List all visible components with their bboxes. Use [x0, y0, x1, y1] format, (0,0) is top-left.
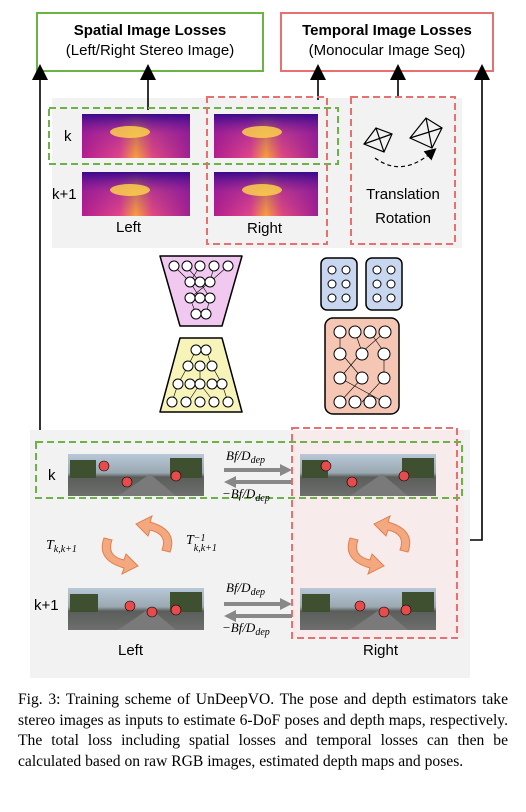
depth-k-dashed-box	[48, 107, 339, 165]
left-cycle-arrows	[101, 515, 173, 575]
disparity-arrows-k	[224, 464, 292, 488]
pose-dashed-box	[350, 96, 456, 245]
temporal-losses-subtitle: (Monocular Image Seq)	[308, 42, 466, 59]
pose-rotation-label: Rotation	[375, 210, 431, 227]
spatial-losses-title: Spatial Image Losses	[73, 22, 227, 39]
depth-map-right-k	[214, 114, 318, 158]
rgb-row-label-k: k	[48, 467, 56, 484]
depth-row-label-k1: k+1	[52, 186, 77, 203]
right-rgb-dashed-box	[291, 427, 458, 639]
temporal-losses-title: Temporal Image Losses	[302, 22, 472, 39]
camera-pose-icon	[363, 117, 443, 168]
depth-map-left-k	[82, 114, 190, 158]
diagram-canvas	[30, 64, 490, 678]
depth-map-left-k1	[82, 172, 190, 216]
rgb-col-label-right: Right	[363, 642, 399, 659]
depth-decoder-network	[159, 255, 243, 327]
disp-forward-label-k1: Bf/Ddep	[226, 580, 266, 598]
rgb-k-dashed-box	[35, 441, 463, 499]
right-depth-dashed-box	[206, 96, 328, 245]
rgb-col-label-left: Left	[118, 642, 144, 659]
depth-row-label-k: k	[64, 128, 72, 145]
depth-encoder-network	[159, 337, 243, 413]
figure-caption: Fig. 3: Training scheme of UnDeepVO. The…	[18, 691, 508, 770]
disp-forward-label-k: Bf/Ddep	[226, 448, 266, 466]
pose-network	[320, 257, 403, 415]
rgb-left-k1	[68, 588, 204, 630]
temporal-losses-box: Temporal Image Losses (Monocular Image S…	[280, 12, 494, 72]
spatial-losses-box: Spatial Image Losses (Left/Right Stereo …	[36, 12, 264, 72]
depth-col-label-left: Left	[116, 219, 142, 236]
pose-translation-label: Translation	[366, 186, 440, 203]
right-cycle-arrows	[347, 515, 411, 575]
rgb-row-label-k1: k+1	[34, 597, 59, 614]
disparity-arrows-k1	[224, 598, 292, 622]
rgb-left-k	[68, 454, 204, 496]
spatial-losses-subtitle: (Left/Right Stereo Image)	[65, 42, 235, 59]
disp-inverse-label-k1: −Bf/Ddep	[222, 620, 270, 638]
depth-col-label-right: Right	[247, 220, 283, 237]
rgb-right-k1	[300, 588, 436, 630]
disp-inverse-label-k: −Bf/Ddep	[222, 486, 270, 504]
depth-map-right-k1	[214, 172, 318, 216]
rgb-right-k	[300, 454, 436, 496]
transform-forward-label: Tk,k+1	[46, 538, 77, 555]
